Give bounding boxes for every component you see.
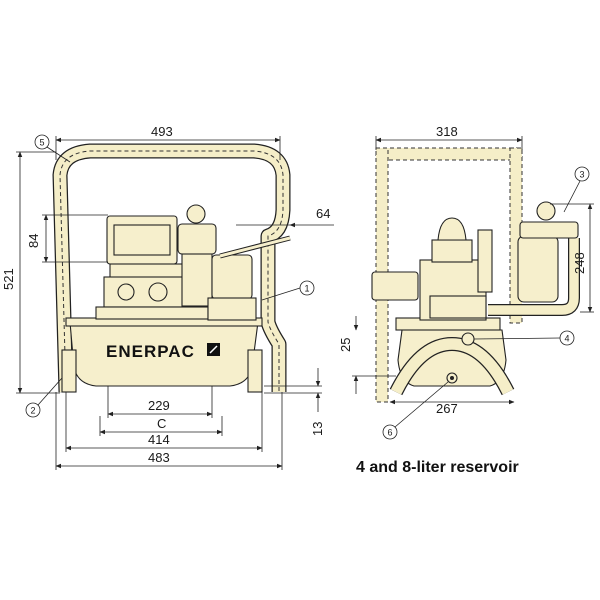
callout-1: 1 (261, 280, 315, 301)
dim-483: 483 (148, 450, 170, 465)
callout-3: 3 (563, 166, 590, 213)
callout-4: 4 (473, 330, 575, 346)
dim-13: 13 (310, 422, 325, 436)
front-view: ENERPAC 493 521 84 64 229 C (1, 124, 334, 470)
dim-521: 521 (1, 268, 16, 290)
side-tank (517, 235, 559, 303)
svg-text:5: 5 (40, 138, 45, 148)
callout-2: 2 (25, 377, 63, 418)
svg-text:6: 6 (388, 428, 393, 438)
reservoir-caption: 4 and 8-liter reservoir (356, 459, 519, 476)
front-gauge (186, 204, 206, 224)
dim-493: 493 (151, 124, 173, 139)
dim-229: 229 (148, 398, 170, 413)
svg-text:4: 4 (565, 334, 570, 344)
dim-414: 414 (148, 432, 170, 447)
dim-267: 267 (436, 401, 458, 416)
dim-c: C (157, 416, 166, 431)
dim-64: 64 (316, 206, 330, 221)
side-view: 318 248 25 267 3 4 6 (338, 124, 594, 440)
dim-318: 318 (436, 124, 458, 139)
svg-text:2: 2 (31, 406, 36, 416)
svg-text:1: 1 (305, 284, 310, 294)
callout-5: 5 (34, 134, 71, 163)
front-handle-box (106, 215, 178, 265)
side-gauge (536, 201, 556, 221)
dim-25: 25 (338, 338, 353, 352)
callout-6: 6 (382, 381, 449, 440)
brand-label: ENERPAC (106, 342, 195, 361)
side-reservoir (397, 329, 507, 387)
dim-84: 84 (26, 234, 41, 248)
dim-248: 248 (572, 252, 587, 274)
svg-text:3: 3 (580, 170, 585, 180)
